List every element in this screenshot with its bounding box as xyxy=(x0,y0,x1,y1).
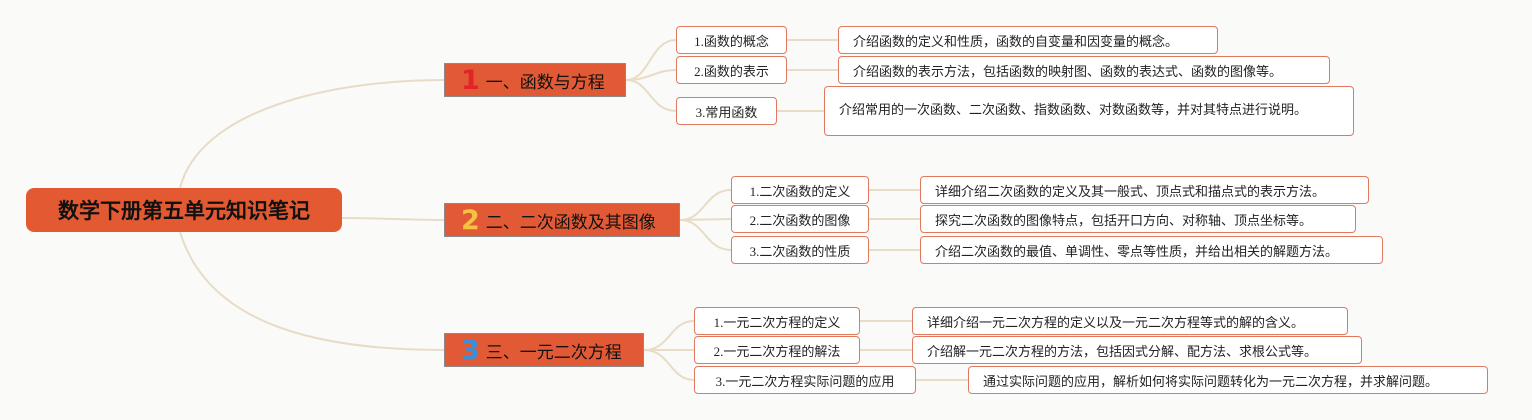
branch-1[interactable]: 1 一、函数与方程 xyxy=(444,63,626,97)
topic-quadratic-properties[interactable]: 3.二次函数的性质 xyxy=(731,236,869,264)
note-quadratic-properties: 介绍二次函数的最值、单调性、零点等性质，并给出相关的解题方法。 xyxy=(920,236,1383,264)
topic-quadratic-definition[interactable]: 1.二次函数的定义 xyxy=(731,176,869,204)
topic-quadratic-graph[interactable]: 2.二次函数的图像 xyxy=(731,205,869,233)
branch-label: 三、一元二次方程 xyxy=(485,342,622,363)
topic-equation-application[interactable]: 3.一元二次方程实际问题的应用 xyxy=(694,366,916,394)
note-equation-solving: 介绍解一元二次方程的方法，包括因式分解、配方法、求根公式等。 xyxy=(912,336,1362,364)
number-2-icon: 2 xyxy=(461,204,480,236)
number-3-icon: 3 xyxy=(461,334,480,366)
note-quadratic-graph: 探究二次函数的图像特点，包括开口方向、对称轴、顶点坐标等。 xyxy=(920,205,1356,233)
note-common-functions: 介绍常用的一次函数、二次函数、指数函数、对数函数等，并对其特点进行说明。 xyxy=(824,86,1354,136)
topic-function-concept[interactable]: 1.函数的概念 xyxy=(676,26,787,54)
topic-function-representation[interactable]: 2.函数的表示 xyxy=(676,56,787,84)
note-function-representation: 介绍函数的表示方法，包括函数的映射图、函数的表达式、函数的图像等。 xyxy=(838,56,1330,84)
topic-equation-solving[interactable]: 2.一元二次方程的解法 xyxy=(694,336,860,364)
note-function-concept: 介绍函数的定义和性质，函数的自变量和因变量的概念。 xyxy=(838,26,1218,54)
topic-equation-definition[interactable]: 1.一元二次方程的定义 xyxy=(694,307,860,335)
branch-label: 一、函数与方程 xyxy=(485,72,605,93)
topic-common-functions[interactable]: 3.常用函数 xyxy=(676,97,777,125)
note-equation-definition: 详细介绍一元二次方程的定义以及一元二次方程等式的解的含义。 xyxy=(912,307,1348,335)
branch-3[interactable]: 3 三、一元二次方程 xyxy=(444,333,644,367)
note-quadratic-definition: 详细介绍二次函数的定义及其一般式、顶点式和描点式的表示方法。 xyxy=(920,176,1369,204)
note-equation-application: 通过实际问题的应用，解析如何将实际问题转化为一元二次方程，并求解问题。 xyxy=(968,366,1488,394)
branch-2[interactable]: 2 二、二次函数及其图像 xyxy=(444,203,680,237)
central-topic[interactable]: 数学下册第五单元知识笔记 xyxy=(26,188,342,232)
number-1-icon: 1 xyxy=(461,64,480,96)
branch-label: 二、二次函数及其图像 xyxy=(485,212,656,233)
